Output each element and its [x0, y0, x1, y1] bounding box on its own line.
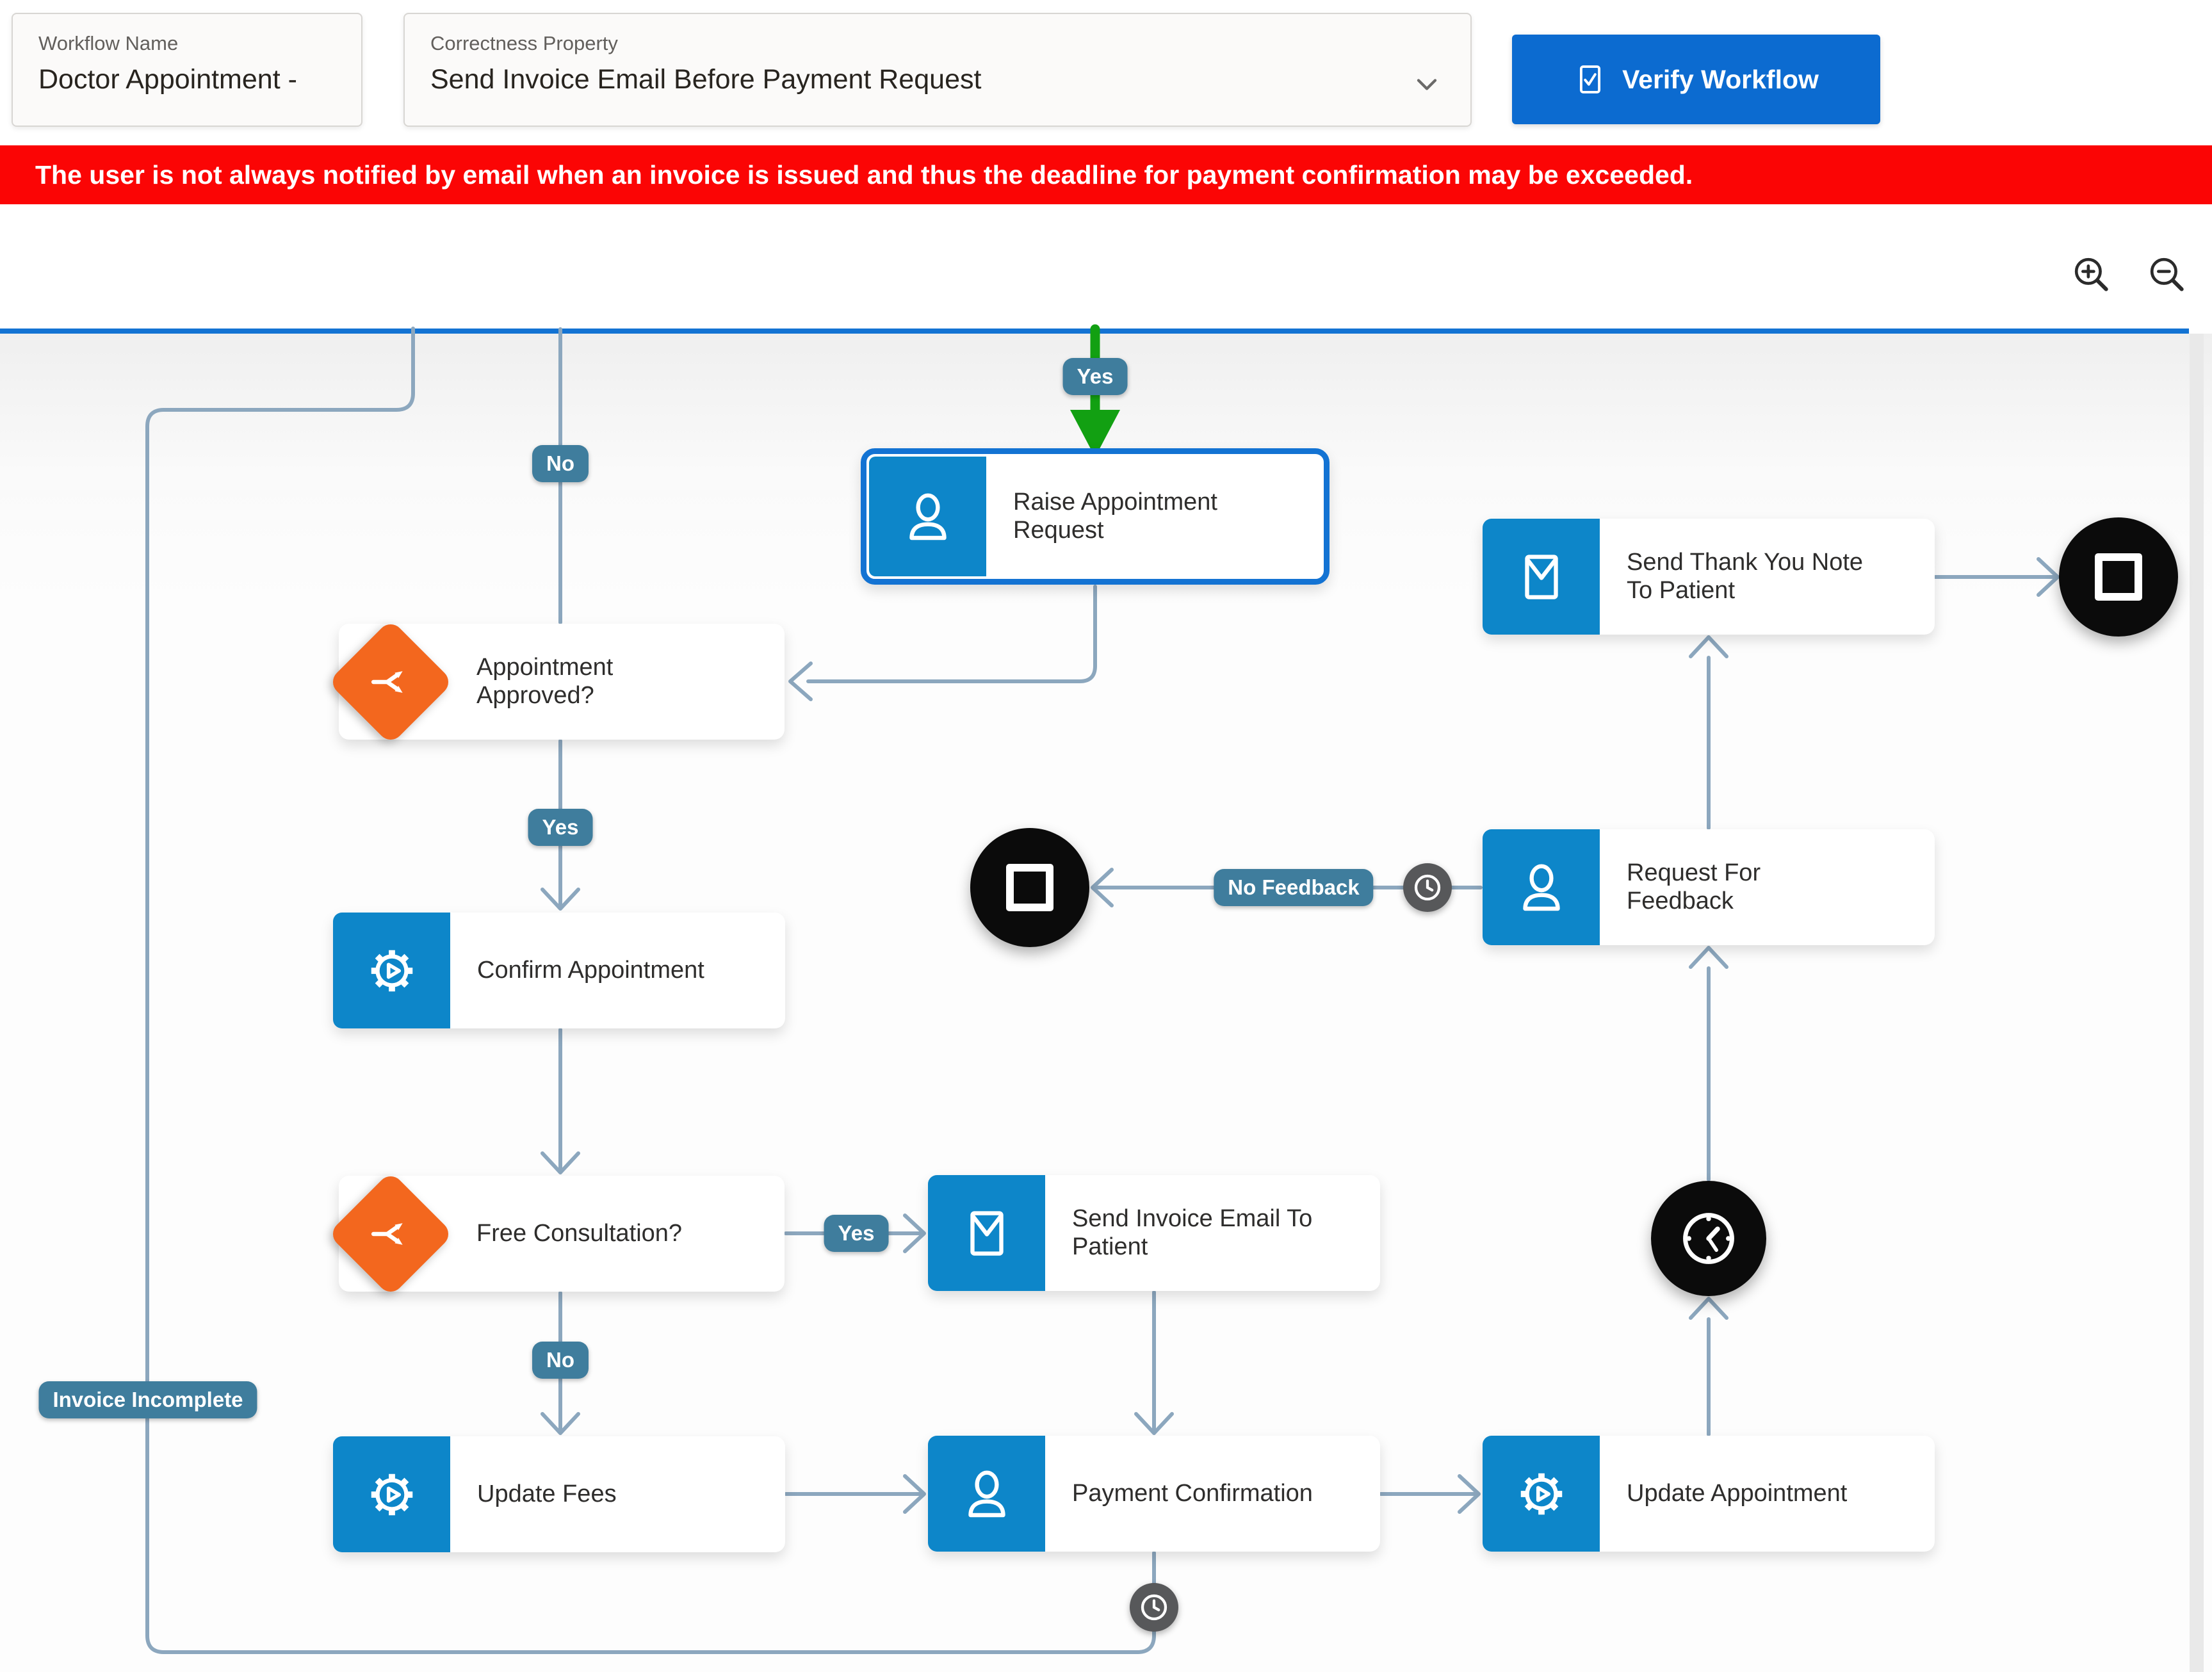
- verify-workflow-button[interactable]: Verify Workflow: [1512, 35, 1880, 124]
- edge-nofeedback-to-end-arrowhead: [1091, 868, 1114, 907]
- edge-payment-to-update-arrowhead: [1458, 1474, 1481, 1514]
- user-icon: [869, 457, 986, 576]
- edge-thankyou-to-end-arrowhead: [2037, 557, 2060, 597]
- edge-raise-to-approved[interactable]: [806, 585, 1097, 683]
- node-label: Update Fees: [477, 1480, 617, 1507]
- node-confirm-appointment[interactable]: Confirm Appointment: [333, 913, 785, 1028]
- error-banner-text: The user is not always notified by email…: [35, 159, 1693, 190]
- edge-fees-to-payment-arrowhead: [903, 1474, 926, 1514]
- clock-icon: [1410, 870, 1445, 905]
- gear-icon: [1483, 1436, 1600, 1552]
- edge-approved-to-confirm-arrowhead: [541, 888, 580, 911]
- edge-label-approved-yes[interactable]: Yes: [528, 809, 593, 846]
- node-label: Payment Confirmation: [1072, 1479, 1313, 1507]
- node-label: Request For Feedback: [1627, 859, 1761, 914]
- workflow-name-value: Doctor Appointment -: [38, 64, 297, 95]
- node-update-fees[interactable]: Update Fees: [333, 1436, 785, 1552]
- node-raise-appointment-request[interactable]: Raise Appointment Request: [861, 448, 1330, 585]
- stop-square-icon: [1006, 864, 1053, 911]
- stop-square-icon: [2095, 553, 2142, 601]
- timer-intermediate-event[interactable]: [1651, 1181, 1766, 1296]
- timer-boundary-payment-confirmation[interactable]: [1130, 1583, 1178, 1632]
- node-send-invoice-email[interactable]: Send Invoice Email To Patient: [928, 1175, 1380, 1291]
- user-icon: [928, 1436, 1045, 1552]
- edge-label-consultation-yes[interactable]: Yes: [824, 1215, 889, 1252]
- edge-label-no-feedback[interactable]: No Feedback: [1214, 869, 1374, 906]
- node-request-for-feedback[interactable]: Request For Feedback: [1483, 829, 1935, 945]
- node-label: Raise Appointment Request: [1013, 488, 1217, 544]
- edge-consultation-to-invoice-arrowhead: [903, 1213, 926, 1253]
- gear-icon: [333, 1436, 450, 1552]
- edge-request-to-thankyou-arrowhead: [1689, 635, 1728, 658]
- node-payment-confirmation[interactable]: Payment Confirmation: [928, 1436, 1380, 1552]
- end-event-no-feedback[interactable]: [970, 828, 1089, 947]
- gear-icon: [333, 913, 450, 1028]
- edge-update-to-timer-arrowhead: [1689, 1297, 1728, 1320]
- node-free-consultation[interactable]: Free Consultation?: [327, 1171, 785, 1297]
- correctness-property-select[interactable]: Correctness Property Send Invoice Email …: [403, 13, 1472, 127]
- branch-icon: [363, 654, 418, 710]
- mail-icon: [928, 1175, 1045, 1291]
- node-label: Update Appointment: [1627, 1479, 1848, 1507]
- verify-workflow-label: Verify Workflow: [1622, 64, 1819, 94]
- edge-label-start-yes[interactable]: Yes: [1062, 358, 1128, 395]
- node-label: Confirm Appointment: [477, 956, 704, 984]
- edge-raise-to-approved-arrowhead: [788, 661, 813, 701]
- edge-label-consultation-no[interactable]: No: [532, 1342, 589, 1379]
- mail-icon: [1483, 519, 1600, 635]
- error-banner: The user is not always notified by email…: [0, 145, 2212, 204]
- edge-start-yes-arrowhead: [1070, 410, 1120, 457]
- correctness-property-label: Correctness Property: [430, 32, 618, 54]
- node-send-thank-you-note[interactable]: Send Thank You Note To Patient: [1483, 519, 1935, 635]
- user-icon: [1483, 829, 1600, 945]
- edge-consultation-to-fees-arrowhead: [541, 1412, 580, 1435]
- node-appointment-approved[interactable]: Appointment Approved?: [327, 619, 785, 745]
- edge-confirm-to-consultation-arrowhead: [541, 1151, 580, 1174]
- edge-invoice-incomplete-loop[interactable]: [145, 327, 1156, 1654]
- clock-icon: [1673, 1203, 1744, 1274]
- node-label: Appointment Approved?: [476, 653, 614, 709]
- node-label: Send Invoice Email To Patient: [1072, 1205, 1313, 1260]
- correctness-property-value: Send Invoice Email Before Payment Reques…: [430, 64, 982, 95]
- node-label: Free Consultation?: [476, 1219, 683, 1247]
- edge-label-approved-no[interactable]: No: [532, 445, 589, 482]
- workflow-name-field[interactable]: Workflow Name Doctor Appointment -: [12, 13, 362, 127]
- clock-icon: [1137, 1590, 1171, 1625]
- timer-boundary-request-feedback[interactable]: [1403, 863, 1452, 912]
- workflow-name-label: Workflow Name: [38, 32, 179, 54]
- edge-invoice-to-payment-arrowhead: [1134, 1412, 1174, 1435]
- edge-timer-to-request-arrowhead: [1689, 946, 1728, 969]
- end-event-top[interactable]: [2059, 517, 2178, 637]
- edge-label-invoice-incomplete[interactable]: Invoice Incomplete: [38, 1381, 257, 1418]
- node-label: Send Thank You Note To Patient: [1627, 548, 1864, 604]
- branch-icon: [363, 1206, 418, 1262]
- node-update-appointment[interactable]: Update Appointment: [1483, 1436, 1935, 1552]
- vertical-scrollbar[interactable]: [2190, 334, 2204, 1672]
